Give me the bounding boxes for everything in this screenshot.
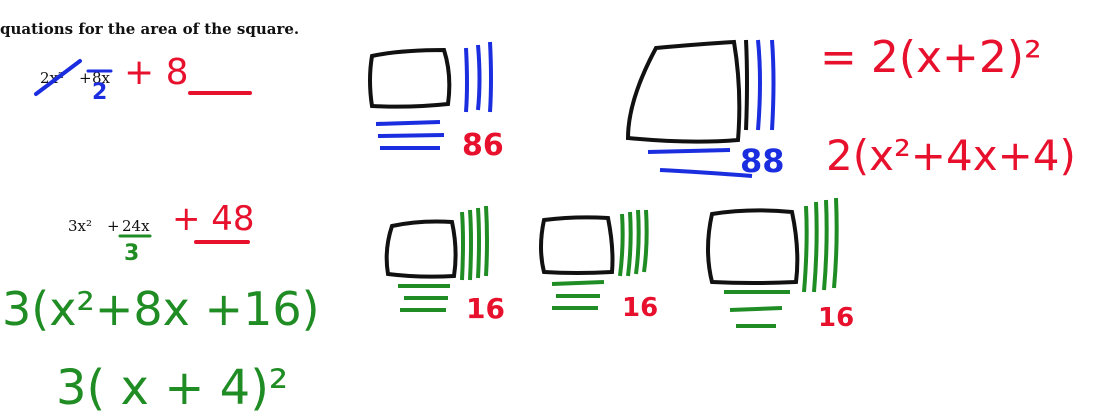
problem2-tile-1: 16 [387, 206, 505, 325]
problem2-expanded-form: 3(x²+8x +16) [2, 282, 320, 336]
problem1-tile-1: 86 [370, 42, 504, 163]
x-bar [824, 200, 827, 290]
tally-count: 16 [622, 293, 658, 323]
x-bar [814, 202, 817, 292]
x-bar [660, 170, 752, 176]
square-tile [541, 217, 613, 273]
problem2-answer-blank: + 48 [172, 199, 255, 239]
problem1-factored-form: = 2(x+2)² [820, 32, 1042, 83]
x-bar [772, 40, 774, 130]
x-bar [486, 206, 487, 276]
unit-bar [552, 282, 604, 284]
problem2-term1: 3x² [68, 217, 92, 235]
square-tile [628, 42, 739, 142]
x-bar [466, 48, 467, 112]
x-bar [490, 42, 491, 112]
x-bar [804, 206, 807, 292]
square-tile [708, 210, 797, 283]
x-bar [462, 212, 463, 280]
x-bar [644, 210, 647, 272]
x-bar [758, 40, 760, 130]
problem2-term2: 24x [122, 217, 150, 235]
problem2-expression: 3x² + 24x [68, 217, 150, 235]
square-tile [387, 222, 456, 277]
x-bar [470, 210, 471, 280]
tally-count: 16 [818, 303, 854, 333]
problem2-factored-form: 3( x + 4)² [56, 360, 288, 416]
problem1-answer-blank: + 8 [124, 52, 189, 93]
tally-count: 86 [462, 128, 504, 163]
x-bar [834, 198, 837, 288]
square-tile [370, 50, 449, 107]
problem2-plus: + [107, 217, 120, 235]
problem2-tile-2: 16 [541, 210, 658, 323]
x-bar [746, 40, 747, 130]
tally-count: 88 [740, 142, 785, 180]
tally-count: 16 [466, 292, 505, 325]
problem2-tile-3: 16 [708, 198, 854, 333]
x-bar [378, 135, 444, 136]
problem2-divisor: 3 [124, 241, 139, 266]
x-bar [478, 45, 480, 110]
x-bar [478, 208, 479, 278]
x-bar [620, 214, 623, 276]
x-bar [636, 210, 639, 274]
problem1-tile-2: 88 [628, 40, 785, 180]
problem1-expanded-form: 2(x²+4x+4) [826, 131, 1076, 180]
problem1-divisor: 2 [92, 80, 107, 105]
x-bar [648, 150, 730, 152]
unit-bar [730, 308, 782, 310]
x-bar [376, 122, 440, 124]
x-bar [628, 212, 631, 276]
